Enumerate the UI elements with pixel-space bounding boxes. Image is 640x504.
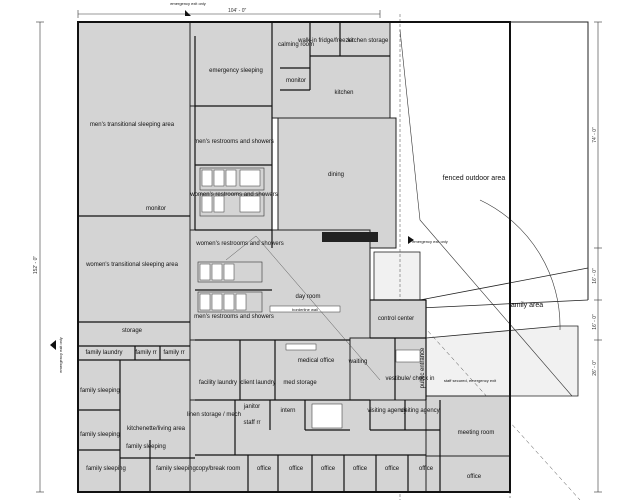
room-copy: copy/break room xyxy=(196,466,241,472)
room-walkin: walk-in fridge/freezer xyxy=(297,38,354,44)
dim-left: 152' - 0" xyxy=(33,256,39,275)
room-facility-laundry: facility laundry xyxy=(199,380,237,386)
room-monitor-left: monitor xyxy=(146,206,166,212)
room-med-storage: med storage xyxy=(283,380,317,386)
room-day-room: day room xyxy=(295,294,320,300)
room-emergency-sleeping: emergency sleeping xyxy=(209,68,263,74)
room-medical-office: medical office xyxy=(298,358,335,364)
room-kitchen-storage: kitchen storage xyxy=(348,38,389,44)
dim-right-mid1: 16' - 0" xyxy=(592,268,598,284)
room-visiting-2: visiting agency xyxy=(400,408,439,414)
room-office-7: office xyxy=(467,474,482,480)
room-monitor-top: monitor xyxy=(286,78,306,84)
room-meeting: meeting room xyxy=(458,430,495,436)
room-office-1: office xyxy=(257,466,272,472)
fenced-area-label: fenced outdoor area xyxy=(443,175,506,182)
room-office-5: office xyxy=(385,466,400,472)
dim-right-mid2: 16' - 0" xyxy=(592,314,598,330)
room-womens-restrooms-mid: women's restrooms and showers xyxy=(195,241,284,247)
room-kitchen: kitchen xyxy=(334,90,353,96)
room-staff-rr: staff rr xyxy=(244,420,261,426)
room-office-3: office xyxy=(321,466,336,472)
room-storage: storage xyxy=(122,328,143,334)
dim-top: 104' - 0" xyxy=(228,8,247,14)
room-family-sleeping-1: family sleeping xyxy=(80,388,120,394)
room-family-sleeping-3: family sleeping xyxy=(126,444,166,450)
room-family-laundry: family laundry xyxy=(85,350,122,356)
staff-exit-note: staff secured, emergency exit xyxy=(444,378,497,383)
room-office-4: office xyxy=(353,466,368,472)
room-intern: intern xyxy=(280,408,295,414)
counter-label: borderline wall xyxy=(292,307,318,312)
room-visiting-1: visiting agency xyxy=(367,408,406,414)
room-mens-restrooms-top: men's restrooms and showers xyxy=(194,139,274,145)
room-dining: dining xyxy=(328,172,344,178)
room-mens-sleeping: men's transitional sleeping area xyxy=(90,122,175,128)
room-office-2: office xyxy=(289,466,304,472)
room-janitor: janitor xyxy=(243,404,260,410)
room-vestibule: vestibule/ check in xyxy=(385,376,434,382)
room-womens-sleeping: women's transitional sleeping area xyxy=(85,262,179,268)
room-calming: calming room xyxy=(278,42,314,48)
partitions xyxy=(78,22,441,492)
restroom-fixtures xyxy=(197,167,421,429)
room-waiting: waiting xyxy=(348,359,368,365)
public-entrance-label: public entrance xyxy=(420,347,426,388)
room-office-6: office xyxy=(419,466,434,472)
room-family-sleeping-4: family sleeping xyxy=(86,466,126,472)
room-client-laundry: client laundry xyxy=(240,380,275,386)
dim-right-upper: 74' - 0" xyxy=(592,127,598,143)
exit-label-right: emergency exit only xyxy=(412,239,448,244)
room-family-rr-1: family rr xyxy=(135,350,156,356)
fenced-outdoor-area xyxy=(373,14,589,501)
room-family-sleeping-5: family sleeping xyxy=(156,466,196,472)
room-womens-restrooms-top: women's restrooms and showers xyxy=(189,192,278,198)
building-shell xyxy=(77,21,511,493)
exit-label-top: emergency exit only xyxy=(170,1,206,6)
room-kitchenette: kitchenette/living area xyxy=(127,426,186,432)
room-family-sleeping-2: family sleeping xyxy=(80,432,120,438)
exit-markers xyxy=(50,10,414,350)
room-linen: linen storage / mech xyxy=(187,412,241,418)
room-mens-restrooms-mid: men's restrooms and showers xyxy=(194,314,274,320)
room-family-rr-2: family rr xyxy=(163,350,184,356)
dim-right-lower: 26' - 0" xyxy=(592,360,598,376)
room-labels: men's transitional sleeping area women's… xyxy=(80,38,494,480)
room-control-center: control center xyxy=(378,316,414,322)
family-area-label: family area xyxy=(509,302,543,309)
exit-label-left: emergency exit only xyxy=(58,337,63,373)
